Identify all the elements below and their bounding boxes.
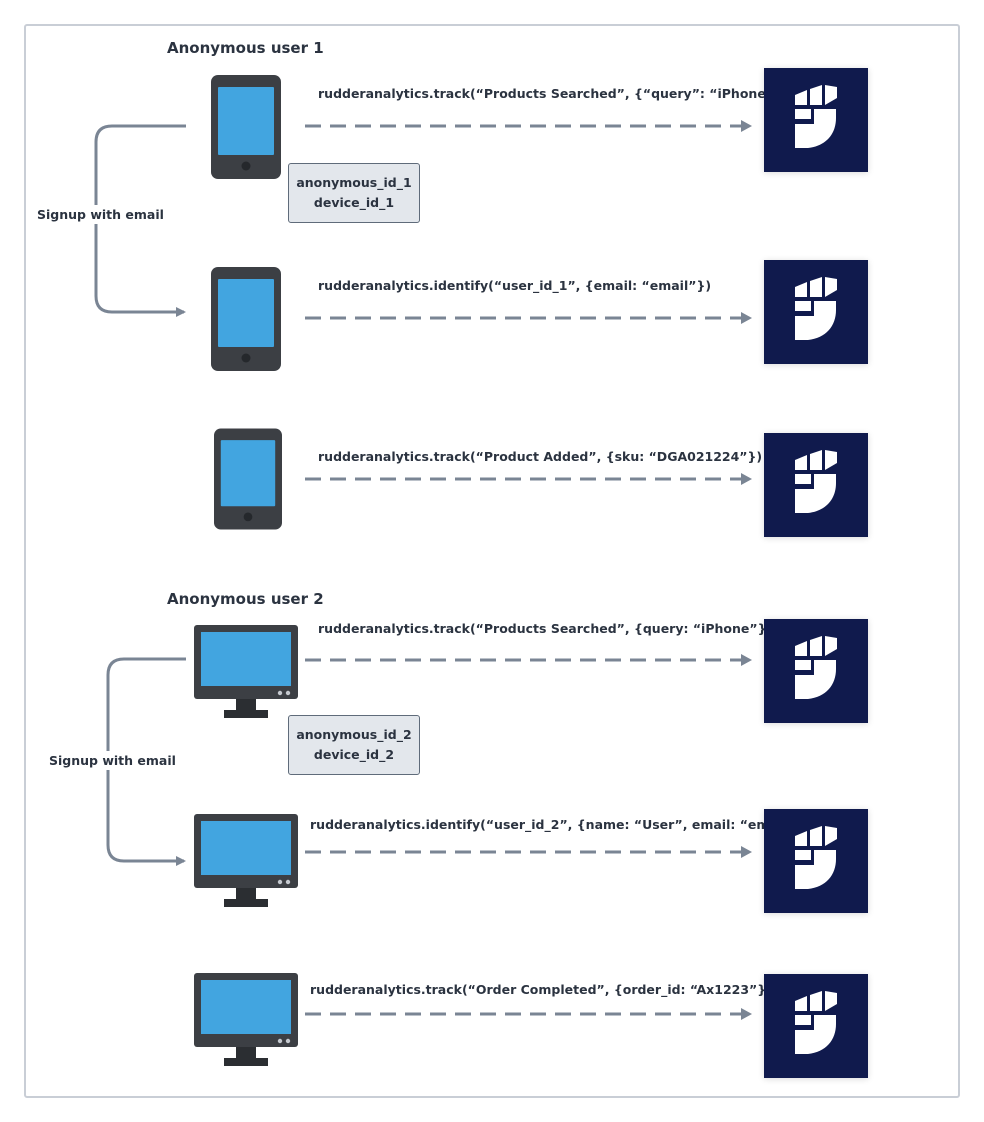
destination-logo-3 [764,433,868,537]
rudderstack-logo-icon [795,277,837,340]
event-call-6: rudderanalytics.track(“Order Completed”,… [310,982,772,997]
rudderstack-logo-icon [795,826,837,889]
anonymous-id-label: anonymous_id_2 [296,727,412,742]
event-call-3: rudderanalytics.track(“Product Added”, {… [318,449,763,464]
phone-icon [214,428,282,530]
event-call-2: rudderanalytics.identify(“user_id_1”, {e… [318,278,712,293]
event-arrow-5 [305,846,752,858]
phone-icon [211,75,281,179]
desktop-icon [194,973,298,1066]
destination-logo-6 [764,974,868,1078]
rudderstack-logo-icon [795,85,837,148]
event-call-5: rudderanalytics.identify(“user_id_2”, {n… [310,817,810,832]
event-arrow-4 [305,654,752,666]
destination-logo-5 [764,809,868,913]
anonymous-id-label: anonymous_id_1 [296,175,412,190]
event-call-4: rudderanalytics.track(“Products Searched… [318,621,773,636]
group-title-1: Anonymous user 1 [167,39,324,57]
event-arrow-3 [305,473,752,485]
rudderstack-logo-icon [795,636,837,699]
event-arrow-2 [305,312,752,324]
destination-logo-4 [764,619,868,723]
device-id-label: device_id_2 [313,747,395,762]
diagram-frame [24,24,960,1098]
destination-logo-1 [764,68,868,172]
rudderstack-logo-icon [795,991,837,1054]
id-box-2: anonymous_id_2 device_id_2 [288,715,420,775]
event-arrow-1 [305,120,752,132]
group-title-2: Anonymous user 2 [167,590,324,608]
rudderstack-logo-icon [795,450,837,513]
event-call-1: rudderanalytics.track(“Products Searched… [318,86,789,101]
desktop-icon [194,625,298,718]
signup-label-1: Signup with email [37,205,164,224]
phone-icon [211,267,281,371]
destination-logo-2 [764,260,868,364]
event-arrow-6 [305,1008,752,1020]
id-box-1: anonymous_id_1 device_id_1 [288,163,420,223]
signup-label-2: Signup with email [49,751,176,770]
desktop-icon [194,814,298,907]
device-id-label: device_id_1 [313,195,395,210]
